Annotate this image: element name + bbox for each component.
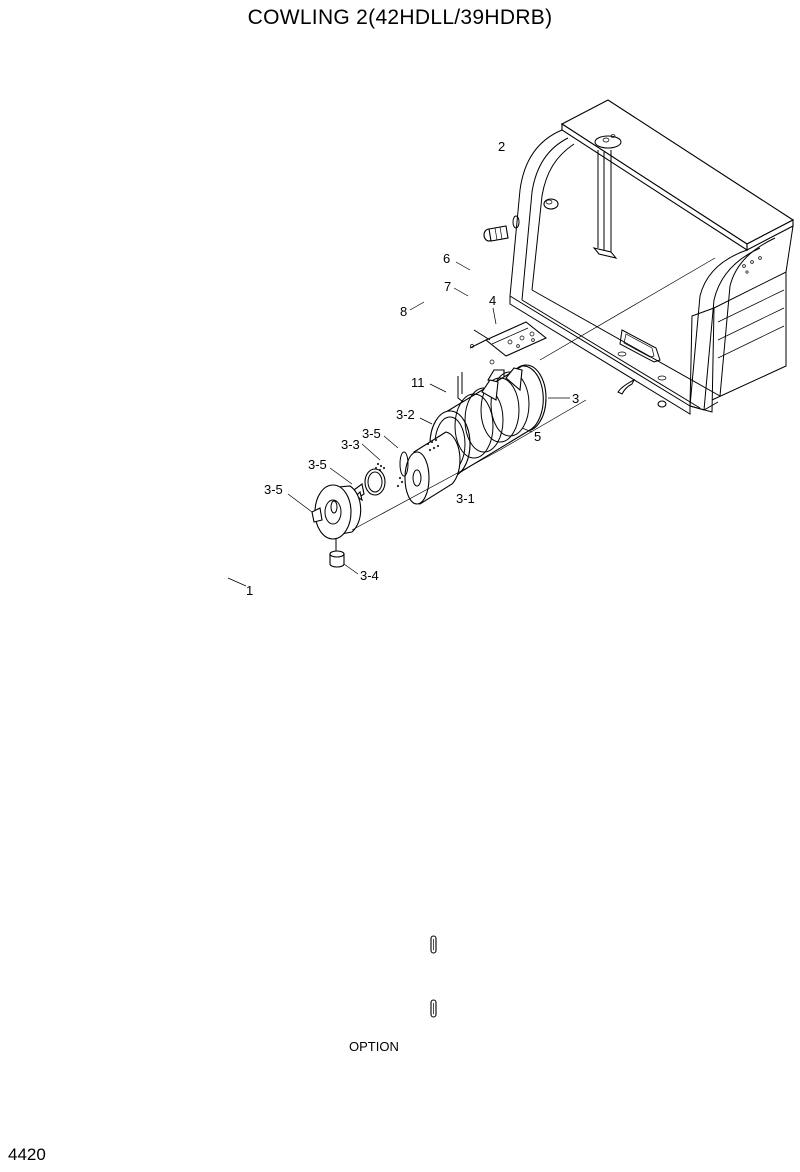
callout-labels: 2 6 7 8 4 11 3 5 3-2 3-5 3-3 3-5 3-5 3-1…: [246, 139, 579, 1054]
callout-8: 8: [400, 304, 407, 319]
callout-3: 3: [572, 391, 579, 406]
callout-5: 5: [534, 429, 541, 444]
bracket: [469, 321, 548, 365]
callout-3-4: 3-4: [360, 568, 379, 583]
callout-7: 7: [444, 279, 451, 294]
end-cover: [311, 484, 362, 552]
callout-3-5-upper: 3-5: [362, 426, 381, 441]
callout-3-2: 3-2: [396, 407, 415, 422]
callout-4: 4: [489, 293, 496, 308]
page-title: COWLING 2(42HDLL/39HDRB): [247, 6, 553, 29]
callout-3-5-middle: 3-5: [308, 457, 327, 472]
option-label: OPTION: [349, 1039, 399, 1054]
bolt-part: [483, 225, 509, 242]
inner-element: [404, 431, 461, 505]
callout-11: 11: [411, 375, 425, 390]
callout-3-3: 3-3: [341, 437, 360, 452]
leader-lines: [227, 261, 570, 587]
callout-2: 2: [498, 139, 505, 154]
evacuator-valve: [329, 550, 345, 568]
callout-1: 1: [246, 583, 253, 598]
clip-part: [617, 378, 636, 395]
option-pins: [430, 935, 437, 1018]
callout-6: 6: [443, 251, 450, 266]
group-line-3-1: [351, 399, 587, 531]
page-number: 4420: [8, 1145, 46, 1164]
callout-3-5-lower: 3-5: [264, 482, 283, 497]
cowling-frame: [509, 99, 795, 415]
callout-3-1: 3-1: [456, 491, 475, 506]
gasket-rings: [364, 451, 409, 496]
